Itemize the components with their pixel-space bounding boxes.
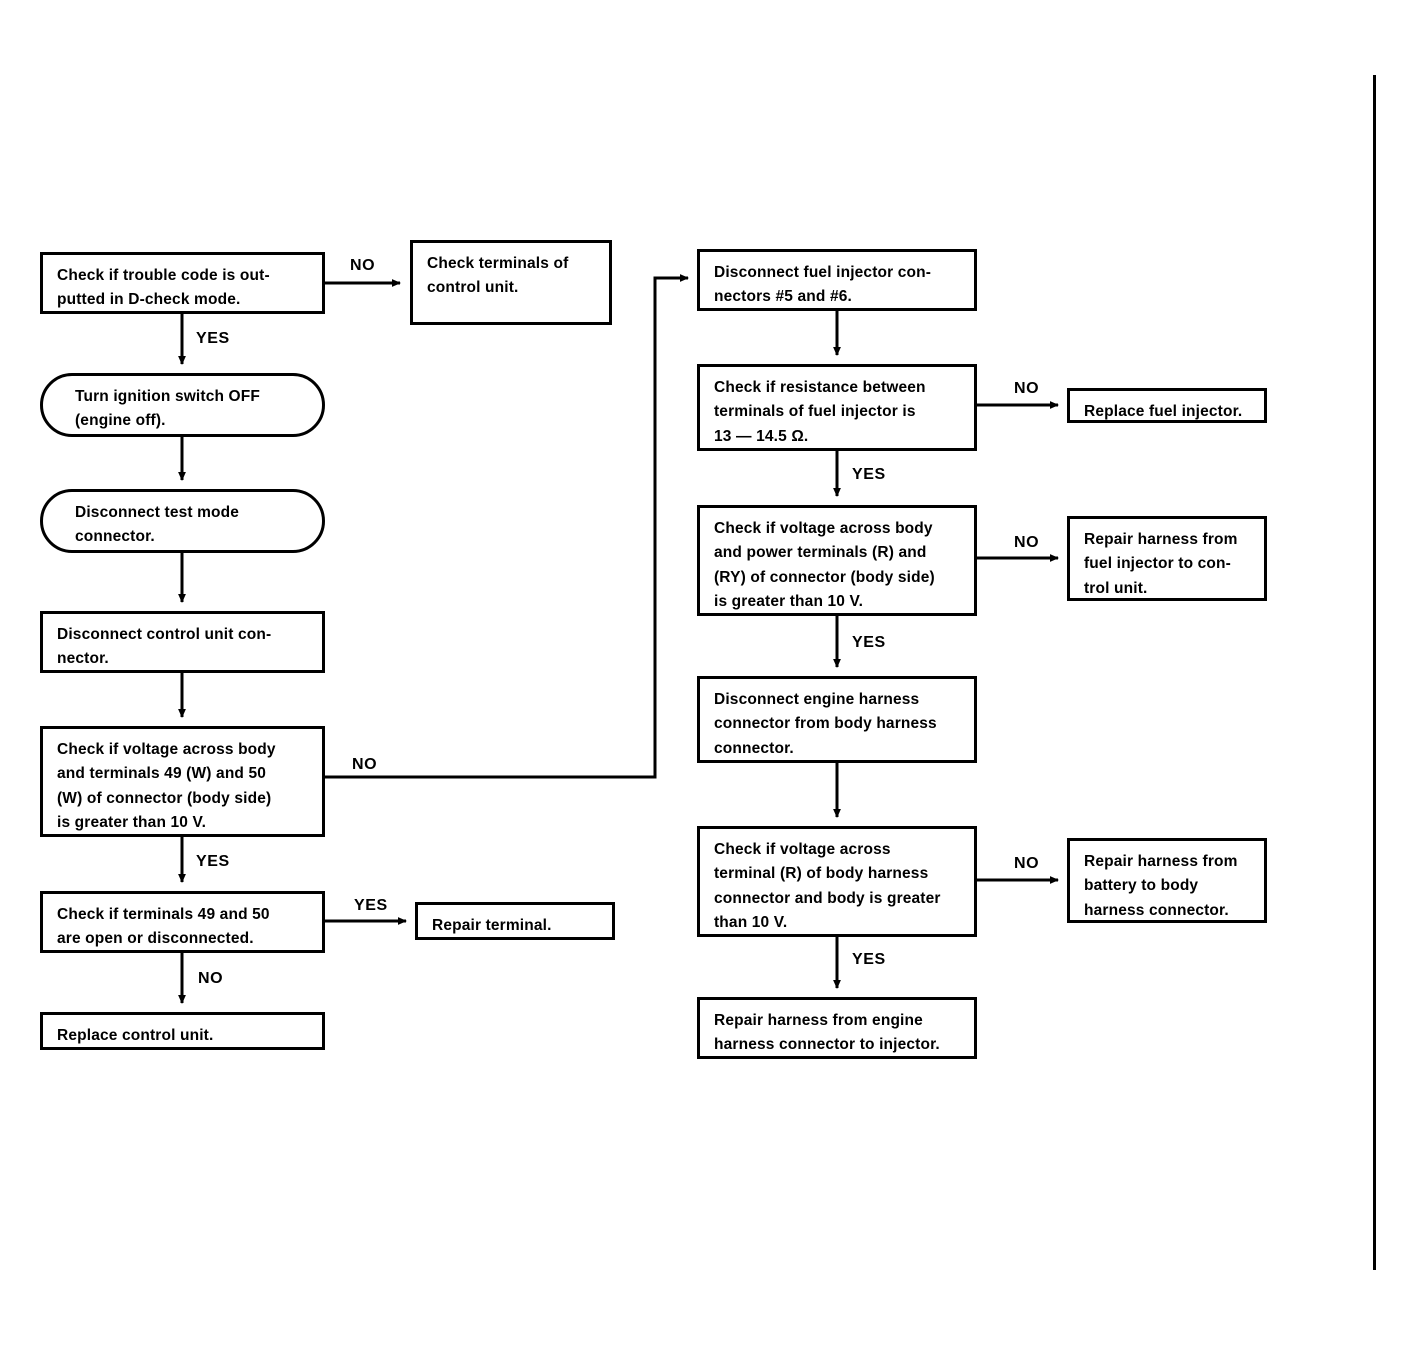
flow-node-text-line: connector from body harness: [714, 715, 937, 733]
flow-node-text-line: Check if terminals 49 and 50: [57, 906, 270, 923]
flow-node-text-line: Check if voltage across: [714, 841, 891, 858]
flow-node-n12: Replace fuel injector.: [1067, 388, 1267, 423]
flow-node-text-line: Turn ignition switch OFF: [75, 388, 260, 405]
flow-node-text-line: fuel injector to con-: [1084, 555, 1231, 573]
flow-node-n1: Check if trouble code is out-putted in D…: [40, 252, 325, 314]
flow-node-text-line: battery to body: [1084, 877, 1199, 895]
flow-node-text-line: Check if voltage across body: [714, 520, 933, 537]
flow-edge-label-e2: YES: [196, 330, 230, 347]
flow-node-n11: Check if resistance between terminals of …: [697, 364, 977, 451]
flow-node-text-line: control unit.: [427, 279, 519, 297]
flow-node-n18: Repair harness from engine harness connec…: [697, 997, 977, 1059]
flow-node-text-line: is greater than 10 V.: [57, 814, 207, 832]
flow-node-text-line: Repair harness from: [1084, 853, 1238, 870]
flow-node-text-line: (RY) of connector (body side): [714, 568, 935, 586]
flow-node-text-line: connector.: [75, 528, 155, 546]
flow-edge-label-e12: YES: [852, 466, 886, 483]
flow-node-text-line: (engine off).: [75, 412, 166, 430]
flow-node-text-line: Disconnect engine harness: [714, 691, 920, 708]
flow-node-text-line: Disconnect fuel injector con-: [714, 264, 932, 281]
flow-node-text-line: nectors #5 and #6.: [714, 288, 852, 306]
flow-node-text-line: connector.: [714, 739, 794, 757]
flow-node-text-line: Disconnect control unit con-: [57, 626, 272, 643]
flow-node-n7: Check if terminals 49 and 50 are open or …: [40, 891, 325, 953]
flow-edge-label-e6: NO: [352, 756, 378, 773]
flow-node-text-line: 13 — 14.5 Ω.: [714, 427, 809, 445]
flow-node-text-line: Check terminals of: [427, 255, 569, 272]
flow-node-n8: Repair terminal.: [415, 902, 615, 940]
flow-edge-label-e16: NO: [1014, 855, 1040, 872]
flow-edge-label-e11: NO: [1014, 380, 1040, 397]
flow-node-text-line: Repair harness from engine: [714, 1012, 923, 1029]
flow-node-text-line: Repair harness from: [1084, 531, 1238, 548]
flow-edge-label-e13: NO: [1014, 534, 1040, 551]
flow-node-text-line: and terminals 49 (W) and 50: [57, 765, 267, 783]
flow-edge-label-e14: YES: [852, 634, 886, 651]
flow-node-text-line: is greater than 10 V.: [714, 593, 864, 611]
flow-node-text-line: terminal (R) of body harness: [714, 865, 929, 883]
flow-node-n13: Check if voltage across body and power te…: [697, 505, 977, 616]
flow-node-text-line: harness connector.: [1084, 901, 1229, 919]
flow-node-n3: Turn ignition switch OFF (engine off).: [40, 373, 325, 437]
flow-node-text-line: and power terminals (R) and: [714, 544, 927, 562]
flow-node-text-line: (W) of connector (body side): [57, 789, 272, 807]
flow-node-text-line: harness connector to injector.: [714, 1036, 940, 1054]
flow-node-text-line: than 10 V.: [714, 914, 788, 932]
page-edge-rule: [1373, 75, 1376, 1270]
flow-node-n5: Disconnect control unit con-nector.: [40, 611, 325, 673]
flow-node-text-line: Replace fuel injector.: [1084, 403, 1243, 420]
flow-node-text-line: Check if resistance between: [714, 379, 926, 396]
flow-node-text-line: Check if trouble code is out-: [57, 267, 270, 284]
flow-node-n14: Repair harness from fuel injector to con-…: [1067, 516, 1267, 601]
flow-edge-label-e8: YES: [354, 897, 388, 914]
flow-edge-label-e1: NO: [350, 257, 376, 274]
flow-edge-label-e17: YES: [852, 951, 886, 968]
flow-node-text-line: nector.: [57, 650, 109, 668]
flow-node-text-line: are open or disconnected.: [57, 930, 254, 948]
flow-node-n9: Replace control unit.: [40, 1012, 325, 1050]
flow-node-text-line: Disconnect test mode: [75, 504, 240, 521]
flow-node-text-line: Replace control unit.: [57, 1027, 214, 1044]
flow-edge-label-e9: NO: [198, 970, 224, 987]
flow-edge-e6: [325, 274, 689, 779]
flow-node-text-line: trol unit.: [1084, 579, 1148, 597]
flow-node-n16: Check if voltage across terminal (R) of b…: [697, 826, 977, 937]
flow-node-text-line: Check if voltage across body: [57, 741, 276, 758]
flow-node-text-line: terminals of fuel injector is: [714, 403, 916, 421]
flow-node-n6: Check if voltage across body and terminal…: [40, 726, 325, 837]
flow-node-n17: Repair harness from battery to body harnes…: [1067, 838, 1267, 923]
flow-node-n15: Disconnect engine harness connector from …: [697, 676, 977, 763]
flow-edge-label-e7: YES: [196, 853, 230, 870]
flow-node-n2: Check terminals of control unit.: [410, 240, 612, 325]
flow-node-text-line: Repair terminal.: [432, 917, 552, 934]
flow-node-n10: Disconnect fuel injector con-nectors #5 …: [697, 249, 977, 311]
flow-node-text-line: connector and body is greater: [714, 889, 941, 907]
flow-node-text-line: putted in D-check mode.: [57, 291, 241, 309]
flow-node-n4: Disconnect test mode connector.: [40, 489, 325, 553]
